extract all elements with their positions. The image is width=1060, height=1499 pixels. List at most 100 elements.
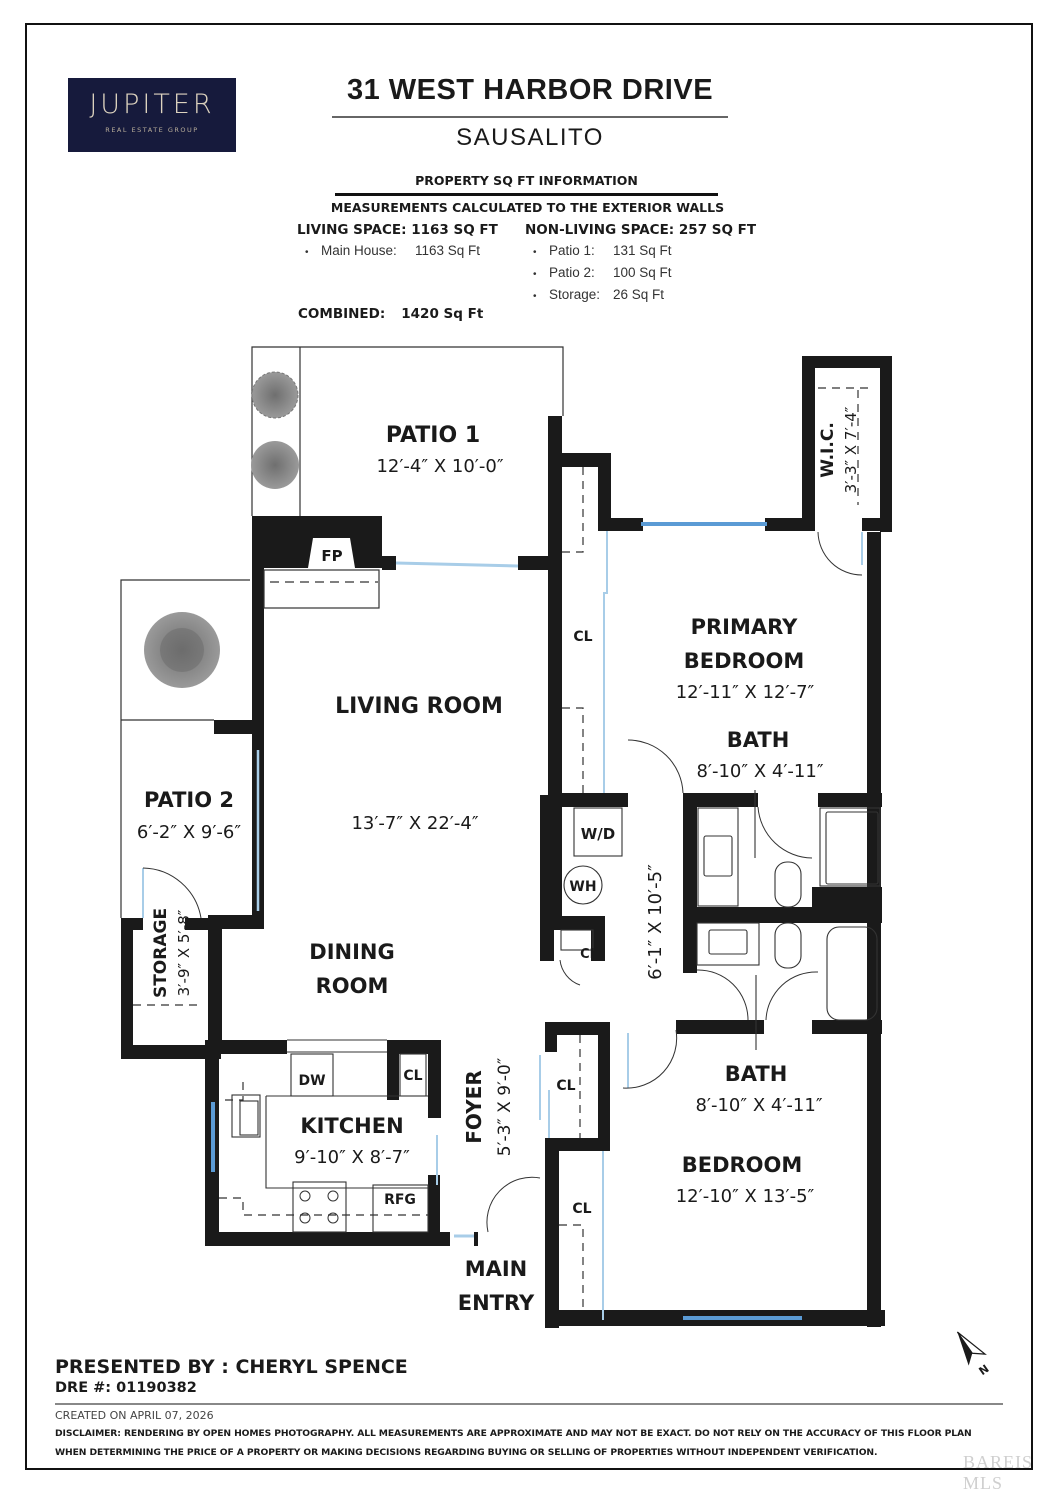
patio-2-area [120, 579, 250, 918]
page-frame [25, 23, 1033, 1470]
patio-2-dims: 6′-2″ X 9′-6″ [137, 822, 241, 843]
kitchen-label: KITCHEN [300, 1114, 403, 1138]
main-entry-label-line1: MAIN [465, 1257, 528, 1281]
hall-closet-label: CL [580, 947, 598, 962]
bullet: • [533, 291, 537, 302]
logo-subtitle: REAL ESTATE GROUP [105, 126, 199, 134]
bullet: • [533, 269, 537, 280]
primary-bedroom-label-line2: BEDROOM [684, 649, 805, 673]
primary-bath-label: BATH [727, 728, 790, 752]
footer-divider [55, 1403, 1003, 1405]
logo-name: JUPITER [89, 89, 215, 120]
sqft-heading: PROPERTY SQ FT INFORMATION [415, 173, 638, 188]
non-living-space-item: • Storage: 26 Sq Ft [525, 287, 756, 309]
door-swings [142, 531, 863, 1233]
non-living-space-block: NON-LIVING SPACE: 257 SQ FT •Patio 1:131… [525, 222, 756, 309]
plant-icon [251, 371, 299, 489]
item-label: Patio 1: [549, 243, 595, 258]
title-divider [332, 116, 728, 118]
living-space-heading: LIVING SPACE: 1163 SQ FT [297, 222, 498, 238]
item-label: Storage: [549, 287, 601, 302]
water-heater-label: WH [569, 879, 596, 895]
bullet: • [533, 247, 537, 258]
primary-bedroom-label-line1: PRIMARY [691, 615, 799, 639]
item-label: Patio 2: [549, 265, 595, 280]
presented-by: PRESENTED BY : CHERYL SPENCE [55, 1356, 408, 1378]
bedroom-closet-1-label: CL [556, 1078, 575, 1094]
dre-number: DRE #: 01190382 [55, 1380, 197, 1396]
bullet: • [305, 247, 309, 258]
foyer-label: FOYER [462, 1070, 486, 1144]
non-living-space-item: • Patio 2: 100 Sq Ft [525, 265, 756, 287]
primary-bath-dims: 8′-10″ X 4′-11″ [696, 761, 823, 782]
windows [211, 522, 802, 1320]
created-date: CREATED ON APRIL 07, 2026 [55, 1409, 214, 1422]
item-value: 26 Sq Ft [613, 287, 665, 302]
vanity-icon [696, 922, 760, 966]
bath-2-label: BATH [725, 1062, 788, 1086]
kitchen-counters [231, 1039, 429, 1233]
stove-burners [299, 1190, 339, 1224]
jupiter-logo: JUPITER REAL ESTATE GROUP [68, 78, 236, 152]
sqft-note: MEASUREMENTS CALCULATED TO THE EXTERIOR … [330, 200, 725, 215]
living-room-label: LIVING ROOM [335, 694, 503, 719]
main-entry-label-line2: ENTRY [458, 1291, 535, 1315]
laundry [560, 807, 623, 951]
dining-room-label-line1: DINING [309, 940, 394, 964]
combined-value: 1420 Sq Ft [401, 306, 484, 322]
combined-label: COMBINED: [298, 306, 386, 322]
item-value: 100 Sq Ft [613, 265, 672, 280]
hearth [263, 569, 380, 609]
disclaimer-line-1: DISCLAIMER: RENDERING BY OPEN HOMES PHOT… [55, 1428, 972, 1439]
refrigerator-icon [372, 1184, 429, 1233]
sqft-divider [335, 193, 718, 196]
washer-dryer-icon [573, 807, 623, 857]
non-living-space-heading: NON-LIVING SPACE: 257 SQ FT [525, 222, 757, 238]
foyer-dims: 5′-3″ X 9′-0″ [495, 1058, 515, 1156]
bedroom-closet-2-label: CL [572, 1201, 591, 1217]
dining-room-label-line2: ROOM [316, 974, 389, 998]
vanity-icon [697, 807, 739, 907]
hall-dims: 6′-1″ X 10′-5″ [645, 864, 666, 980]
sink-icon [231, 1094, 261, 1138]
living-space-item: • Main House: 1163 Sq Ft [297, 243, 498, 265]
patio-1-dims: 12′-4″ X 10′-0″ [376, 456, 503, 477]
closet-doors [142, 531, 863, 1320]
primary-closet-label: CL [573, 629, 592, 645]
water-heater-icon [563, 865, 603, 905]
kitchen-closet-label: CL [403, 1068, 422, 1084]
bath-fixtures [696, 790, 881, 1050]
wic-label: W.I.C. [818, 422, 838, 478]
bedroom-label: BEDROOM [682, 1153, 803, 1177]
bathtub-icon [826, 926, 878, 1021]
combined-sqft: COMBINED: 1420 Sq Ft [298, 306, 499, 322]
toilet-icon [774, 861, 802, 908]
patio-1-area [251, 346, 564, 516]
stove-icon [292, 1181, 347, 1233]
living-room-dims: 13′-7″ X 22′-4″ [351, 813, 478, 834]
storage-label: STORAGE [151, 908, 171, 998]
refrigerator-label: RFG [384, 1192, 416, 1208]
primary-bedroom-dims: 12′-11″ X 12′-7″ [676, 682, 815, 703]
north-label: N [977, 1362, 992, 1378]
fireplace-icon: FP [308, 538, 355, 568]
walls [121, 356, 892, 1328]
living-space-block: LIVING SPACE: 1163 SQ FT • Main House: 116… [297, 222, 498, 265]
wic-dims: 3′-3″ X 7′-4″ [842, 406, 860, 493]
washer-dryer-label: W/D [581, 825, 615, 843]
toilet-icon [774, 922, 802, 969]
fireplace-label: FP [321, 547, 342, 565]
item-label: Main House: [321, 243, 397, 258]
closet-rods [133, 387, 870, 1310]
mls-watermark: BAREIS MLS [963, 1452, 1034, 1493]
property-city: SAUSALITO [456, 124, 604, 151]
storage-dims: 3′-9″ X 5′-8″ [175, 909, 193, 996]
sink-icon [708, 929, 748, 955]
shower-icon [819, 807, 881, 887]
patio-1-label: PATIO 1 [386, 423, 480, 448]
bedroom-dims: 12′-10″ X 13′-5″ [676, 1186, 815, 1207]
item-value: 1163 Sq Ft [415, 243, 481, 258]
bath-2-dims: 8′-10″ X 4′-11″ [695, 1095, 822, 1116]
plant-icon [144, 612, 220, 688]
